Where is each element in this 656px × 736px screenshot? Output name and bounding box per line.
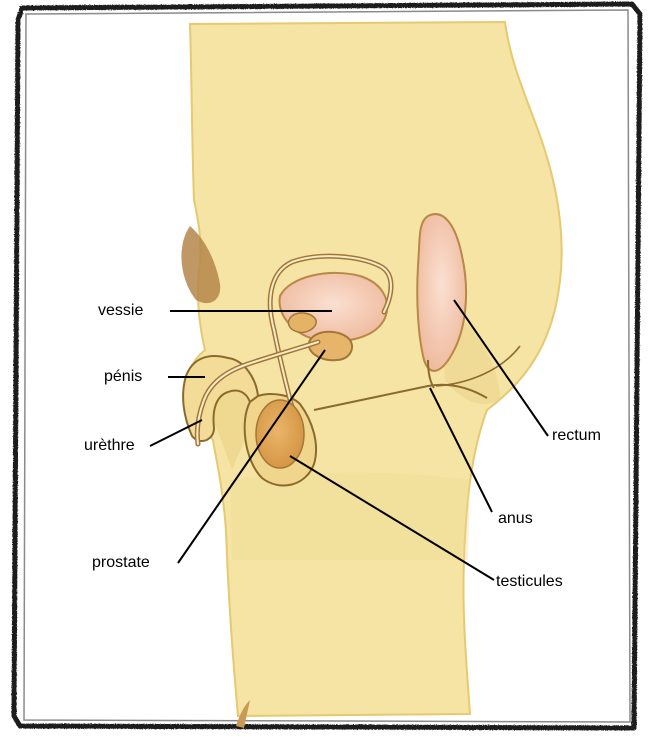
testicle-shape — [256, 400, 304, 468]
label-urethre: urèthre — [84, 437, 135, 455]
seminal-vesicle — [288, 313, 316, 332]
label-prostate: prostate — [92, 554, 150, 572]
thigh-shading — [230, 473, 470, 561]
label-rectum: rectum — [552, 427, 601, 445]
label-vessie: vessie — [98, 302, 143, 320]
label-anus: anus — [498, 510, 533, 528]
prostate-shape — [309, 332, 352, 361]
label-penis: pénis — [104, 368, 142, 386]
label-testicules: testicules — [496, 573, 563, 591]
